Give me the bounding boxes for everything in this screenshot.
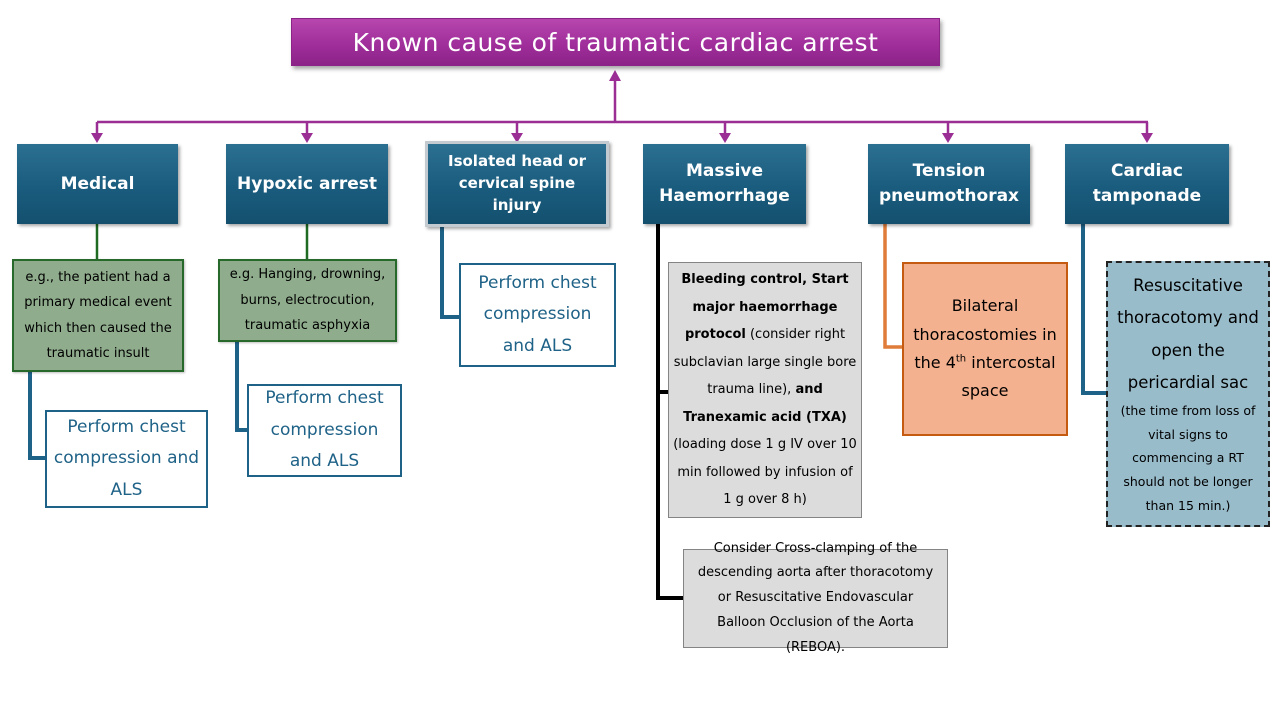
branch-header-massive-haemorrhage-label: Massive Haemorrhage: [659, 161, 790, 206]
branch-header-tension-pneumothorax: Tension pneumothorax: [868, 144, 1030, 224]
protocol-bold-1: Bleeding control, Start major haemorrhag…: [681, 272, 849, 343]
protocol-regular-2: (loading dose 1 g IV over 10 min followe…: [673, 437, 857, 508]
pneumothorax-text-sup: th: [955, 353, 967, 365]
pneumothorax-text-pre: Bilateral thoracostomies in the 4: [913, 296, 1057, 372]
branch-header-head-injury-label: Isolated head or cervical spine injury: [447, 152, 587, 214]
branch-header-hypoxic-arrest-label: Hypoxic arrest: [237, 173, 377, 194]
tamponade-action-main: Resuscitative thoracotomy and open the p…: [1117, 276, 1259, 392]
medical-action-box: Perform chest compression and ALS: [45, 410, 208, 508]
haemorrhage-protocol-text: Bleeding control, Start major haemorrhag…: [672, 266, 858, 514]
branch-header-massive-haemorrhage: Massive Haemorrhage: [643, 144, 806, 224]
haemorrhage-protocol-box: Bleeding control, Start major haemorrhag…: [668, 262, 862, 518]
head-injury-action-box: Perform chest compression and ALS: [459, 263, 616, 367]
tamponade-action-note: (the time from loss of vital signs to co…: [1120, 402, 1256, 513]
branch-header-medical-label: Medical: [60, 173, 135, 194]
medical-example-text: e.g., the patient had a primary medical …: [24, 269, 172, 361]
branch-header-tension-pneumothorax-label: Tension pneumothorax: [878, 161, 1020, 206]
hypoxic-example-text: e.g. Hanging, drowning, burns, electrocu…: [229, 267, 386, 334]
protocol-regular-1: (consider right subclavian large single …: [673, 327, 857, 398]
hypoxic-example-box: e.g. Hanging, drowning, burns, electrocu…: [218, 259, 397, 342]
head-injury-action-text: Perform chest compression and ALS: [478, 272, 597, 356]
hypoxic-action-box: Perform chest compression and ALS: [247, 384, 402, 477]
branch-header-cardiac-tamponade-label: Cardiac tamponade: [1092, 161, 1202, 206]
title-box: Known cause of traumatic cardiac arrest: [291, 18, 940, 66]
protocol-bold-2: and Tranexamic acid (TXA): [683, 382, 847, 425]
haemorrhage-consider-box: Consider Cross-clamping of the descendin…: [683, 541, 948, 655]
branch-header-head-injury: Isolated head or cervical spine injury: [425, 141, 609, 227]
medical-example-box: e.g., the patient had a primary medical …: [12, 259, 184, 372]
pneumothorax-text-post: intercostal space: [961, 353, 1056, 401]
pneumothorax-action-box: Bilateral thoracostomies in the 4th inte…: [902, 262, 1068, 436]
medical-action-text: Perform chest compression and ALS: [53, 416, 200, 500]
branch-header-cardiac-tamponade: Cardiac tamponade: [1065, 144, 1229, 224]
title-label: Known cause of traumatic cardiac arrest: [352, 27, 879, 57]
branch-header-hypoxic-arrest: Hypoxic arrest: [226, 144, 388, 224]
tamponade-action-box: Resuscitative thoracotomy and open the p…: [1106, 261, 1270, 527]
pneumothorax-action-text: Bilateral thoracostomies in the 4th inte…: [912, 292, 1058, 406]
hypoxic-action-text: Perform chest compression and ALS: [265, 388, 384, 472]
branch-header-medical: Medical: [17, 144, 178, 224]
haemorrhage-consider-text: Consider Cross-clamping of the descendin…: [697, 540, 934, 655]
